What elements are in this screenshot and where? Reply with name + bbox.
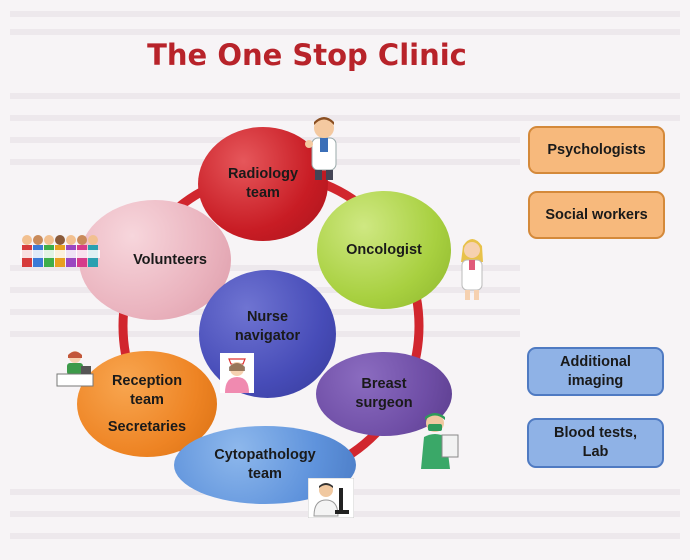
diagram-title: The One Stop Clinic: [147, 38, 467, 72]
node-oncologist: Oncologist: [317, 191, 451, 309]
box-psychologists: Psychologists: [528, 126, 665, 174]
nurse-icon: [220, 353, 254, 393]
box-additional-imaging: Additional imaging: [527, 347, 664, 396]
box-social-workers: Social workers: [528, 191, 665, 239]
female-doctor-icon: [461, 239, 483, 300]
node-volunteers: Volunteers: [79, 200, 231, 320]
doctor-icon: [305, 117, 337, 180]
surgeon-icon: [421, 413, 459, 469]
receptionist-icon: [56, 351, 94, 387]
microscope-scientist-icon: [308, 478, 354, 518]
box-blood-tests-lab: Blood tests, Lab: [527, 418, 664, 468]
volunteers-banner-icon: [20, 235, 100, 267]
